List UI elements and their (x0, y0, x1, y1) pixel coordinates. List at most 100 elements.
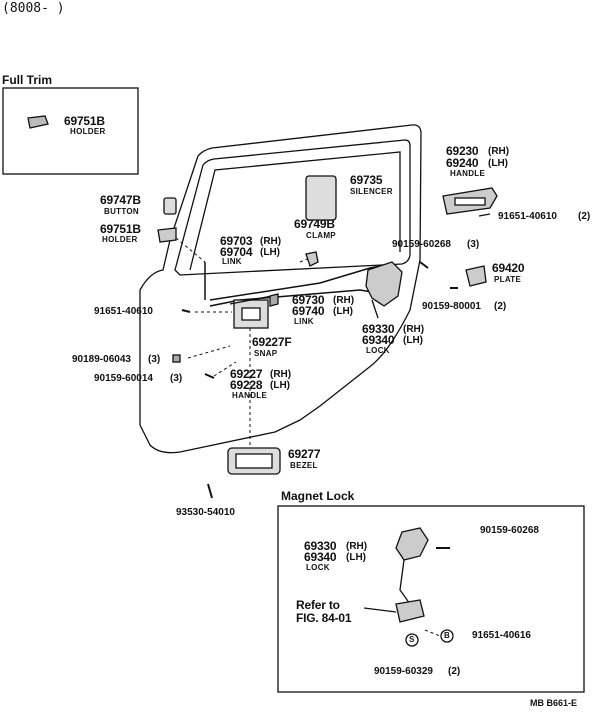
part-69227: 69227 (230, 367, 263, 381)
part-90159-60268-qty: (3) (467, 239, 480, 250)
handle-label-inner: HANDLE (232, 391, 268, 400)
part-69340: 69340 (362, 333, 395, 347)
link-rod-lower (209, 289, 373, 307)
ml-part-69340-lh: (LH) (346, 552, 366, 563)
lock-shape (365, 261, 403, 307)
part-69340-lh: (LH) (403, 335, 423, 346)
screw-60014 (204, 373, 215, 379)
part-90189-06043: 90189-06043 (72, 354, 131, 365)
part-69277: 69277 (288, 447, 321, 461)
part-69740-lh: (LH) (333, 306, 353, 317)
ml-part-69330: 69330 (304, 539, 337, 553)
ml-part-90159-60268: 90159-60268 (480, 525, 539, 536)
part-69227-rh: (RH) (270, 369, 292, 380)
full-trim-part: 69751B (64, 114, 105, 128)
magnet-lock-title: Magnet Lock (281, 489, 355, 503)
part-69228-lh: (LH) (270, 380, 290, 391)
silencer-shape (305, 175, 337, 221)
circle-b-mark (440, 629, 454, 643)
part-69420: 69420 (492, 261, 525, 275)
link-label-lower: LINK (294, 317, 314, 326)
circle-s-letter: S (409, 635, 415, 644)
refer-to-line1: Refer to (296, 598, 340, 612)
part-91651-40610-left: 91651-40610 (94, 306, 153, 317)
outside-handle-shape (442, 187, 498, 215)
part-91651-40610-right-qty: (2) (578, 211, 591, 222)
plate-label: PLATE (494, 275, 522, 284)
part-90159-80001: 90159-80001 (422, 301, 481, 312)
bezel-shape (227, 447, 281, 475)
ml-part-90159-60329-qty: (2) (448, 666, 461, 677)
holder-label: HOLDER (102, 235, 138, 244)
part-69730: 69730 (292, 293, 325, 307)
inside-handle-shape (229, 295, 273, 329)
part-69730-rh: (RH) (333, 295, 355, 306)
part-69703: 69703 (220, 234, 253, 248)
part-93530-54010: 93530-54010 (176, 507, 235, 518)
part-69227f: 69227F (252, 335, 292, 349)
part-69330: 69330 (362, 322, 395, 336)
part-69747b: 69747B (100, 193, 141, 207)
screw-91651-left (181, 309, 191, 313)
button-shape (163, 197, 177, 215)
lock-label: LOCK (366, 346, 390, 355)
part-69740: 69740 (292, 304, 325, 318)
silencer-label: SILENCER (350, 187, 393, 196)
part-69704-lh: (LH) (260, 247, 280, 258)
leader-lines (175, 237, 311, 450)
circle-b-letter: B (444, 631, 450, 640)
part-69735: 69735 (350, 173, 383, 187)
ml-part-90159-60329: 90159-60329 (374, 666, 433, 677)
part-69704: 69704 (220, 245, 253, 259)
clip-90189 (172, 354, 181, 363)
part-69749b: 69749B (294, 217, 335, 231)
full-trim-box (2, 87, 139, 175)
part-90159-80001-qty: (2) (494, 301, 507, 312)
refer-to-line2: FIG. 84-01 (296, 611, 352, 625)
part-69703-rh: (RH) (260, 236, 282, 247)
plate-shape (465, 265, 487, 287)
window-frame (174, 139, 411, 276)
refer-leader (363, 607, 397, 613)
snap-shape (269, 293, 279, 307)
clamp-label: CLAMP (306, 231, 336, 240)
screw-54010 (207, 483, 213, 499)
clamp-shape (305, 251, 319, 267)
circle-s-mark (405, 633, 419, 647)
part-69240-lh: (LH) (488, 158, 508, 169)
part-91651-40610-right: 91651-40610 (498, 211, 557, 222)
screw-60268-shape (419, 261, 429, 269)
holder-icon (27, 115, 49, 129)
part-69228: 69228 (230, 378, 263, 392)
screw-right-shape (478, 213, 491, 217)
magnet-lock-assembly (395, 527, 450, 623)
part-69230-rh: (RH) (488, 146, 510, 157)
part-90159-60014-qty: (3) (170, 373, 183, 384)
snap-label: SNAP (254, 349, 278, 358)
button-label: BUTTON (104, 207, 139, 216)
footer-code: MB B661-E (530, 698, 578, 708)
ml-lock-label: LOCK (306, 563, 330, 572)
header-code: (8008- ) (2, 1, 65, 16)
part-69751b: 69751B (100, 222, 141, 236)
full-trim-name: HOLDER (70, 127, 106, 136)
part-69330-rh: (RH) (403, 324, 425, 335)
part-90159-60014: 90159-60014 (94, 373, 153, 384)
bezel-label: BEZEL (290, 461, 318, 470)
part-90189-06043-qty: (3) (148, 354, 161, 365)
holder-shape (157, 227, 177, 243)
part-90159-60268: 90159-60268 (392, 239, 451, 250)
ml-part-69340: 69340 (304, 550, 337, 564)
window-sash (189, 151, 401, 271)
lock-rod (371, 299, 379, 319)
handle-label-outer: HANDLE (450, 169, 486, 178)
ml-part-69330-rh: (RH) (346, 541, 368, 552)
part-69230: 69230 (446, 144, 479, 158)
ml-part-91651-40616: 91651-40616 (472, 630, 531, 641)
door-outer-panel (139, 124, 422, 454)
full-trim-title: Full Trim (2, 73, 53, 87)
part-69240: 69240 (446, 156, 479, 170)
link-label-upper: LINK (222, 257, 242, 266)
b-leader (424, 629, 441, 637)
